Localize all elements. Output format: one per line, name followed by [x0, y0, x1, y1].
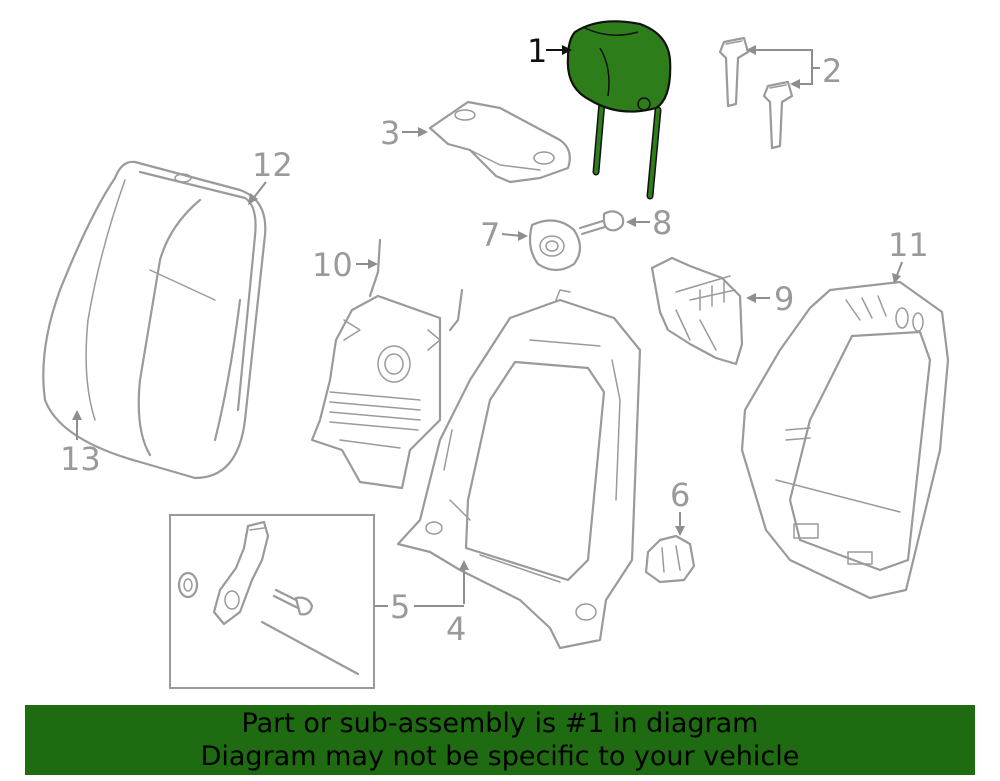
callout-7: 7	[480, 216, 528, 254]
part-10-lumbar-plate[interactable]	[310, 238, 464, 490]
callout-1: 1	[527, 32, 572, 70]
callout-12: 12	[248, 146, 293, 205]
part-2-guide-sleeves[interactable]	[718, 36, 794, 150]
callout-10: 10	[312, 246, 378, 284]
part-4-backrest-frame[interactable]	[396, 289, 642, 650]
banner-line-1: Part or sub-assembly is #1 in diagram	[241, 708, 759, 739]
callout-2-label: 2	[822, 52, 842, 90]
callout-13: 13	[60, 410, 101, 478]
part-11-rear-panel[interactable]	[740, 280, 950, 600]
callout-3-label: 3	[380, 114, 400, 152]
callout-2: 2	[746, 45, 842, 90]
callout-9: 9	[746, 280, 794, 318]
callout-6: 6	[670, 476, 690, 536]
part-5-hardware-kit[interactable]	[169, 514, 375, 689]
callout-12-label: 12	[252, 146, 293, 184]
callout-1-label: 1	[527, 32, 547, 70]
callout-6-label: 6	[670, 476, 690, 514]
callout-4: 4	[446, 560, 469, 648]
callout-13-label: 13	[60, 440, 101, 478]
callout-5: 5	[374, 588, 464, 626]
info-banner: Part or sub-assembly is #1 in diagram Di…	[25, 705, 975, 775]
part-9-actuator[interactable]	[650, 256, 744, 366]
callout-8-label: 8	[652, 204, 672, 242]
part-13-seat-back-cover[interactable]	[42, 160, 267, 480]
callout-4-label: 4	[446, 610, 466, 648]
part-6-bracket[interactable]	[644, 534, 696, 584]
callout-11-label: 11	[888, 226, 929, 264]
part-8-bolt[interactable]	[578, 210, 625, 236]
callout-7-label: 7	[480, 216, 500, 254]
callout-5-label: 5	[390, 588, 410, 626]
callout-3: 3	[380, 114, 428, 152]
banner-line-2: Diagram may not be specific to your vehi…	[200, 741, 800, 772]
part-3-top-trim[interactable]	[428, 100, 571, 184]
callout-9-label: 9	[774, 280, 794, 318]
callout-10-label: 10	[312, 246, 353, 284]
part-7-bezel[interactable]	[528, 219, 582, 272]
callout-11: 11	[888, 226, 929, 284]
callout-8: 8	[626, 204, 672, 242]
part-1-headrest[interactable]	[566, 20, 672, 200]
